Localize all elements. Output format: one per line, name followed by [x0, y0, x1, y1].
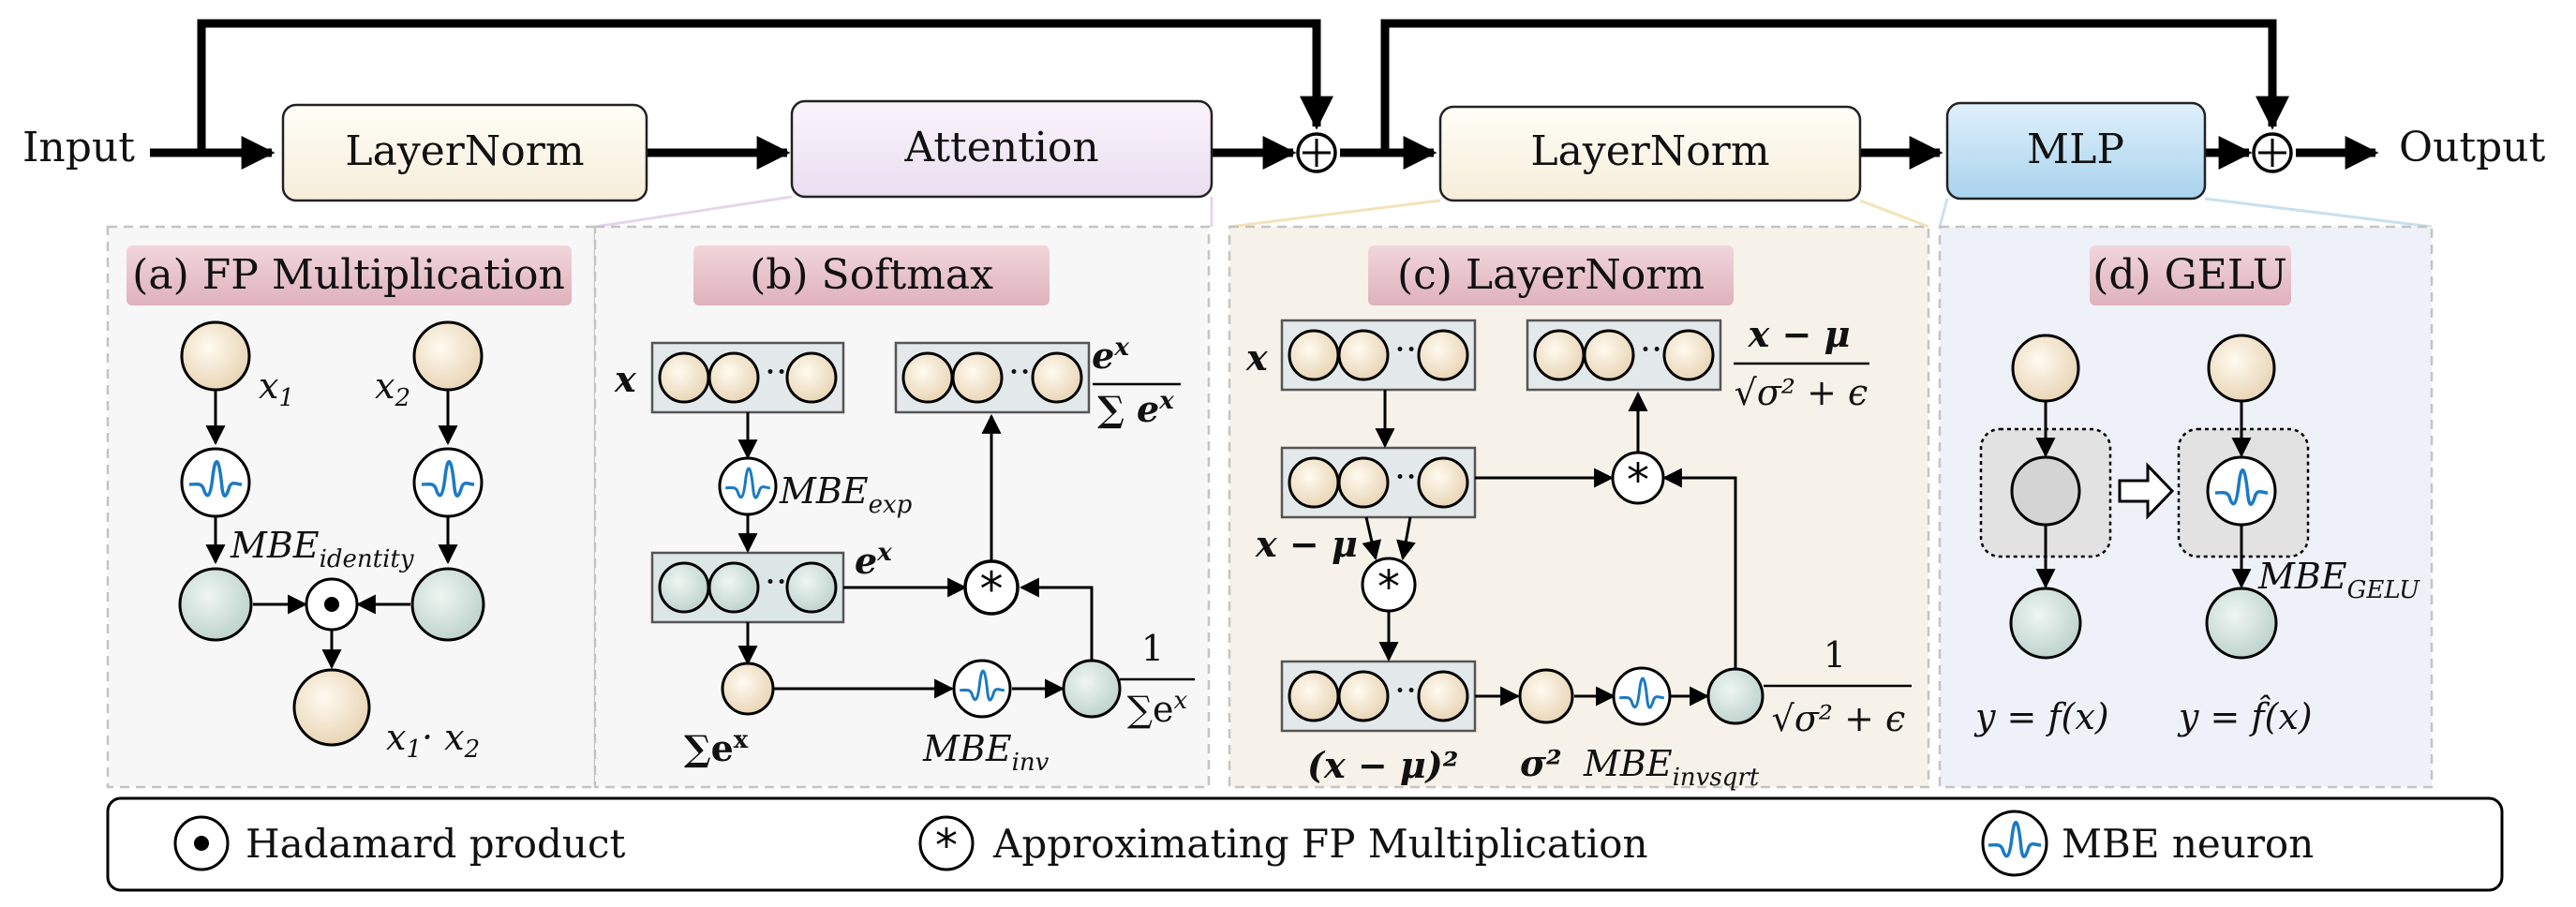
svg-text:(c) LayerNorm: (c) LayerNorm	[1397, 251, 1705, 299]
top-flow-lines	[150, 19, 2379, 170]
svg-text:*: *	[1377, 561, 1400, 614]
panel-b-content: ··· ··· ··· *	[614, 334, 1195, 777]
svg-text:ex: ex	[1092, 334, 1129, 377]
panel-a-content: x1 x2 MBEidentity x1· x2	[178, 320, 485, 764]
svg-text:MBEinvsqrt: MBEinvsqrt	[1583, 743, 1760, 792]
neuron-output	[2009, 587, 2082, 660]
svg-text:(b) Softmax: (b) Softmax	[750, 251, 993, 299]
mbe-neuron-icon	[718, 456, 778, 516]
svg-text:(a) FP Multiplication: (a) FP Multiplication	[132, 251, 565, 299]
neuron-product	[292, 668, 371, 747]
panel-a-title: (a) FP Multiplication	[127, 245, 572, 305]
svg-text:∑ ex: ∑ ex	[1097, 387, 1174, 430]
svg-text:x − μ: x − μ	[1255, 523, 1358, 565]
legend-approx: Approximating FP Multiplication	[992, 821, 1648, 867]
legend-mbe-neuron: MBE neuron	[2062, 821, 2314, 867]
layernorm-block-1-label: LayerNorm	[345, 127, 584, 175]
svg-text:ex: ex	[855, 539, 892, 582]
mlp-block: MLP	[1945, 101, 2207, 201]
svg-text:(d) GELU: (d) GELU	[2092, 251, 2287, 299]
mbe-neuron-icon	[1981, 810, 2048, 877]
output-label: Output	[2399, 124, 2546, 171]
svg-text:σ²: σ²	[1520, 742, 1562, 784]
legend-hadamard: Hadamard product	[246, 821, 625, 867]
svg-text:x − μ: x − μ	[1748, 313, 1851, 355]
svg-text:*: *	[1627, 454, 1649, 507]
hadamard-product-icon	[305, 577, 359, 632]
svg-text:*: *	[980, 562, 1004, 617]
layernorm-block-1: LayerNorm	[281, 103, 648, 202]
attention-block: Attention	[790, 99, 1214, 199]
panel-d-title: (d) GELU	[2090, 245, 2291, 305]
svg-text:x1· x2: x1· x2	[386, 717, 480, 764]
approx-multiply-icon: *	[1611, 451, 1665, 507]
mbe-neuron-icon	[180, 447, 251, 518]
panel-c-title: (c) LayerNorm	[1368, 245, 1734, 305]
svg-text:MBEinv: MBEinv	[922, 728, 1050, 777]
svg-text:(x − μ)²: (x − μ)²	[1307, 744, 1458, 786]
mbe-neuron-icon	[2206, 455, 2277, 527]
mbe-neuron-icon	[1612, 666, 1672, 726]
svg-text:1: 1	[1141, 628, 1164, 669]
svg-text:x: x	[614, 358, 637, 400]
residual-add-icon-1	[1296, 132, 1337, 173]
svg-text:1: 1	[1824, 634, 1846, 676]
svg-text:y = f̂(x): y = f̂(x)	[2177, 695, 2313, 737]
mbe-neuron-icon	[412, 447, 484, 518]
svg-text:x2: x2	[375, 365, 410, 412]
neuron-input	[2011, 334, 2080, 403]
svg-text:x: x	[1245, 336, 1269, 379]
mlp-block-label: MLP	[2027, 126, 2124, 173]
transform-arrow-icon	[2118, 462, 2175, 520]
svg-text:∑ex: ∑ex	[1127, 687, 1188, 730]
neuron-sigma2	[1518, 668, 1574, 724]
svg-text:MBEGELU: MBEGELU	[2257, 556, 2420, 604]
zoom-guides	[594, 195, 2433, 229]
svg-text:x1: x1	[259, 365, 294, 412]
svg-text:*: *	[935, 820, 958, 872]
neuron-sum	[721, 662, 775, 716]
neuron-green	[178, 567, 253, 642]
neuron-inv-sqrt	[1706, 667, 1764, 725]
residual-add-icon-2	[2252, 132, 2293, 173]
panel-b-title: (b) Softmax	[693, 245, 1050, 305]
neuron-green	[410, 567, 485, 642]
approx-multiply-icon: *	[963, 559, 1020, 617]
svg-text:√σ² + ϵ: √σ² + ϵ	[1772, 698, 1906, 739]
panel-c-content: ··· ··· ··· ··· *	[1245, 313, 1912, 792]
svg-text:MBEexp: MBEexp	[779, 470, 913, 519]
attention-block-label: Attention	[903, 124, 1098, 171]
approx-multiply-icon: *	[918, 815, 975, 872]
neuron-x1	[180, 320, 251, 392]
input-label: Input	[22, 124, 135, 171]
hadamard-product-icon	[173, 815, 230, 871]
layernorm-block-2: LayerNorm	[1438, 105, 1862, 202]
svg-text:y = f(x): y = f(x)	[1973, 696, 2109, 737]
mbe-neuron-icon	[952, 659, 1012, 719]
panel-d-content: MBEGELU y = f(x) y = f̂(x)	[1973, 334, 2420, 737]
neuron-output	[2205, 587, 2278, 660]
neuron-inverse	[1062, 659, 1122, 719]
neuron-x2	[412, 320, 484, 392]
layernorm-block-2-label: LayerNorm	[1530, 127, 1769, 175]
neuron-input	[2207, 334, 2276, 403]
svg-text:√σ² + ϵ: √σ² + ϵ	[1735, 372, 1869, 413]
neuron-gelu	[2010, 455, 2081, 527]
svg-text:∑ex: ∑ex	[684, 726, 749, 769]
legend: Hadamard product * Approximating FP Mult…	[106, 796, 2504, 892]
approx-multiply-icon: *	[1361, 557, 1417, 614]
svg-text:MBEidentity: MBEidentity	[230, 525, 414, 573]
